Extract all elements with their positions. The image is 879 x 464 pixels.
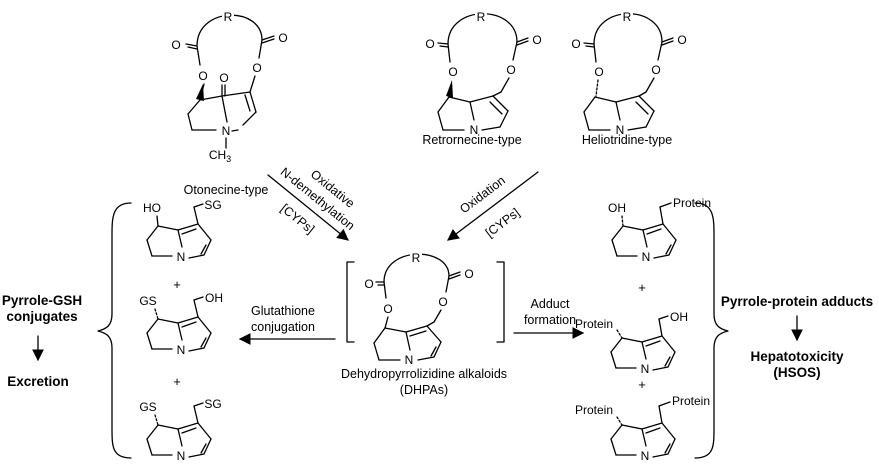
nitrogen-label: N xyxy=(177,250,186,264)
gsh-conjugate-2: GS N OH xyxy=(139,291,223,357)
retronecine-structure: R O O O O N Retrornecine-type xyxy=(422,10,542,147)
r-group-label: R xyxy=(412,251,421,265)
gsh-conjugate-1: HO N SG xyxy=(143,198,222,264)
ester-oxygen-label: O xyxy=(448,65,457,79)
protein-adduct-1: OH N Protein xyxy=(608,196,711,264)
hydroxyl-label: OH xyxy=(670,310,688,324)
carbonyl-oxygen-label: O xyxy=(677,33,686,47)
ester-oxygen-label: O xyxy=(506,63,515,77)
ester-oxygen-label: O xyxy=(438,295,447,309)
glutathione-label: GS xyxy=(139,400,156,414)
formation-label: formation xyxy=(524,313,576,327)
protein-adduct-2: Protein N OH xyxy=(575,310,688,376)
right-brace xyxy=(694,202,729,459)
ester-oxygen-label: O xyxy=(252,61,261,75)
conjugation-label: conjugation xyxy=(251,320,315,334)
gsh-conjugate-3: GS N SG xyxy=(139,397,221,463)
dhpa-abbr-label: (DHPAs) xyxy=(400,383,448,397)
protein-label: Protein xyxy=(575,403,613,417)
carbonyl-oxygen-label: O xyxy=(364,277,373,291)
protein-label: Protein xyxy=(673,196,711,210)
protein-label: Protein xyxy=(575,317,613,331)
otonecine-type-label: Otonecine-type xyxy=(184,183,269,197)
nitrogen-label: N xyxy=(177,449,186,463)
r-group-label: R xyxy=(623,10,632,24)
otonecine-structure: R O O O O O N CH3 Otonecine-type xyxy=(171,10,288,197)
excretion-label: Excretion xyxy=(7,374,69,389)
protein-adduct-3: Protein N Protein xyxy=(575,394,710,463)
dhpa-structure: R O O O O N Dehydropyrrolizidine alkaloi… xyxy=(341,251,507,397)
nitrogen-label: N xyxy=(470,123,479,137)
ester-oxygen-label: O xyxy=(594,65,603,79)
heliotridine-structure: R O O O O N Heliotridine-type xyxy=(571,10,687,147)
carbonyl-oxygen-label: O xyxy=(532,33,541,47)
carbonyl-oxygen-label: O xyxy=(278,31,287,45)
nitrogen-label: N xyxy=(642,250,651,264)
dhpa-name-label: Dehydropyrrolizidine alkaloids xyxy=(341,367,507,381)
cyps-label: [CYPs] xyxy=(278,201,317,236)
glutathione-label: SG xyxy=(204,198,221,212)
protein-label: Protein xyxy=(672,394,710,408)
glutathione-label: SG xyxy=(204,397,221,411)
carbonyl-oxygen-label: O xyxy=(171,38,180,52)
oxidative-n-demethylation-arrow: Oxidative N-demethylation [CYPs] xyxy=(267,165,357,241)
nitrogen-label: N xyxy=(222,124,231,138)
adduct-formation-arrow: Adduct formation xyxy=(513,297,585,339)
carbonyl-oxygen-label: O xyxy=(464,267,473,281)
plus-sign: + xyxy=(173,374,181,389)
ester-oxygen-label: O xyxy=(198,69,207,83)
nitrogen-label: N xyxy=(405,353,414,367)
nitrogen-label: N xyxy=(616,123,625,137)
glutathione-label: GS xyxy=(139,294,156,308)
adduct-label: Adduct xyxy=(531,297,570,311)
pyrrole-gsh-title: Pyrrole-GSH xyxy=(2,293,82,308)
cyps-label: [CYPs] xyxy=(483,206,522,241)
heliotridine-type-label: Heliotridine-type xyxy=(582,133,672,147)
plus-sign: + xyxy=(638,280,646,295)
nitrogen-label: N xyxy=(177,343,186,357)
ester-oxygen-label: O xyxy=(383,302,392,316)
carbonyl-oxygen-label: O xyxy=(571,37,580,51)
ketone-oxygen-label: O xyxy=(219,71,228,85)
hepatotoxicity-label: Hepatotoxicity xyxy=(750,349,844,364)
ester-oxygen-label: O xyxy=(651,63,660,77)
pyrrole-gsh-block: Pyrrole-GSH conjugates Excretion xyxy=(2,293,82,389)
retronecine-type-label: Retrornecine-type xyxy=(422,133,521,147)
pyrrole-protein-adducts-title: Pyrrole-protein adducts xyxy=(721,294,873,309)
conjugates-title: conjugates xyxy=(6,309,77,324)
hydroxyl-label: OH xyxy=(205,291,223,305)
nitrogen-label: N xyxy=(641,449,650,463)
carbonyl-oxygen-label: O xyxy=(425,37,434,51)
hsos-label: (HSOS) xyxy=(773,365,820,380)
r-group-label: R xyxy=(477,10,486,24)
plus-sign: + xyxy=(638,377,646,392)
glutathione-label: Glutathione xyxy=(251,304,315,318)
r-group-label: R xyxy=(224,10,233,24)
left-brace xyxy=(97,202,132,459)
hydroxyl-label: HO xyxy=(143,201,161,215)
nitrogen-label: N xyxy=(641,362,650,376)
methyl-label: CH3 xyxy=(209,148,231,164)
oxidation-label: Oxidation xyxy=(457,173,508,216)
glutathione-conjugation-arrow: Glutathione conjugation xyxy=(238,304,336,345)
hydroxyl-label: OH xyxy=(608,201,626,215)
plus-sign: + xyxy=(173,277,181,292)
pyrrole-protein-block: Pyrrole-protein adducts Hepatotoxicity (… xyxy=(721,294,873,380)
oxidation-arrow: Oxidation [CYPs] xyxy=(447,171,539,241)
